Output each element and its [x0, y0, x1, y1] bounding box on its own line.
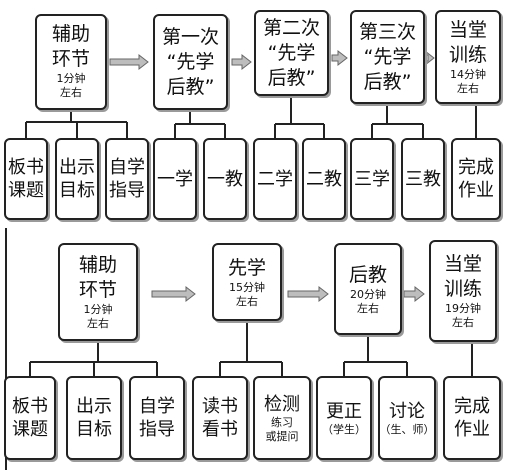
top-step-auxiliary: 辅助 环节 1分钟 左右 — [35, 14, 107, 110]
sub-label: 一教 — [207, 168, 243, 190]
top-step-third-cycle: 第三次 “先学 后教” — [350, 10, 425, 104]
sub-label: 作业 — [458, 180, 494, 201]
sub-detail: （学生） — [322, 422, 366, 436]
sub-label: 完成 — [454, 396, 490, 417]
step-label: 环节 — [78, 279, 117, 301]
top-sub-homework: 完成 作业 — [451, 138, 501, 220]
sub-detail: 练习 — [271, 415, 293, 429]
bottom-sub-check: 检测 练习 或提问 — [253, 376, 311, 460]
step-label: 第二次 — [262, 16, 320, 39]
bottom-sub-show-goals: 出示 目标 — [66, 376, 122, 460]
flow-arrow — [424, 49, 435, 67]
step-label: 训练 — [443, 278, 482, 300]
step-duration: 14分钟 — [450, 68, 486, 81]
bottom-step-learn-first: 先学 15分钟 左右 — [212, 243, 282, 321]
flow-arrow — [287, 285, 329, 303]
step-duration: 1分钟 — [56, 72, 86, 85]
sub-label: 自学 — [109, 157, 145, 178]
sub-label: 目标 — [59, 180, 95, 201]
step-label: 当堂 — [443, 253, 482, 275]
bottom-step-teach-after: 后教 20分钟 左右 — [334, 243, 402, 335]
step-label: 后教” — [166, 75, 215, 98]
bottom-sub-homework: 完成 作业 — [443, 376, 501, 460]
top-step-second-cycle: 第二次 “先学 后教” — [254, 10, 329, 96]
top-step-first-cycle: 第一次 “先学 后教” — [153, 14, 228, 110]
sub-label: 课题 — [8, 180, 44, 201]
sub-detail: 或提问 — [265, 429, 299, 443]
bottom-sub-board-title: 板书 课题 — [4, 376, 56, 460]
top-sub-learn-2: 二学 — [253, 138, 297, 220]
sub-label: 讨论 — [389, 400, 425, 422]
bottom-step-auxiliary: 辅助 环节 1分钟 左右 — [58, 243, 138, 341]
bottom-sub-correct: 更正 （学生） — [316, 376, 372, 460]
top-sub-teach-1: 一教 — [203, 138, 247, 220]
sub-label: 出示 — [59, 157, 95, 178]
sub-label: 检测 — [264, 393, 300, 415]
flow-arrow — [403, 285, 425, 303]
flow-arrow — [151, 285, 196, 303]
step-label: 先学 — [227, 256, 266, 279]
step-label: “先学 — [363, 45, 412, 68]
step-duration: 20分钟 — [350, 287, 386, 301]
top-sub-teach-2: 二教 — [302, 138, 346, 220]
sub-label: 课题 — [12, 419, 48, 440]
step-duration: 左右 — [87, 317, 109, 330]
step-label: 辅助 — [51, 23, 90, 45]
sub-label: 指导 — [139, 419, 175, 440]
sub-label: 出示 — [76, 396, 112, 417]
sub-label: 一学 — [157, 168, 193, 190]
bottom-step-practice: 当堂 训练 19分钟 左右 — [429, 240, 497, 342]
sub-label: 板书 — [12, 396, 48, 417]
step-label: 训练 — [448, 44, 487, 66]
step-label: 辅助 — [78, 254, 117, 276]
flow-arrow — [231, 53, 252, 71]
sub-label: 二教 — [306, 168, 342, 190]
step-duration: 1分钟 — [83, 303, 113, 316]
flow-arrow — [331, 49, 348, 67]
step-label: 第一次 — [161, 25, 219, 48]
top-sub-learn-3: 三学 — [350, 138, 394, 220]
sub-label: 板书 — [8, 157, 44, 178]
bottom-sub-study-guide: 自学 指导 — [129, 376, 185, 460]
top-sub-teach-3: 三教 — [401, 138, 445, 220]
top-sub-board-title: 板书 课题 — [4, 138, 48, 220]
top-step-practice: 当堂 训练 14分钟 左右 — [435, 10, 501, 104]
sub-label: 作业 — [454, 419, 490, 440]
sub-label: 三学 — [354, 168, 390, 190]
step-label: 后教” — [267, 66, 316, 89]
bottom-sub-read-book: 读书 看书 — [192, 376, 248, 460]
step-duration: 15分钟 — [229, 280, 265, 294]
step-label: 环节 — [51, 48, 90, 70]
top-sub-show-goals: 出示 目标 — [55, 138, 99, 220]
sub-label: 二学 — [257, 168, 293, 190]
step-label: 第三次 — [358, 20, 416, 43]
step-label: 当堂 — [448, 19, 487, 41]
bottom-sub-discuss: 讨论 （生、师） — [378, 376, 436, 460]
step-duration: 左右 — [60, 86, 82, 99]
step-duration: 左右 — [357, 301, 379, 315]
step-label: 后教” — [363, 70, 412, 93]
top-sub-learn-1: 一学 — [153, 138, 197, 220]
sub-label: 三教 — [405, 168, 441, 190]
top-sub-study-guide: 自学 指导 — [105, 138, 149, 220]
sub-label: 看书 — [202, 419, 238, 440]
step-label: “先学 — [267, 41, 316, 64]
step-duration: 19分钟 — [445, 302, 481, 315]
step-label: “先学 — [166, 50, 215, 73]
step-duration: 左右 — [236, 294, 258, 308]
step-duration: 左右 — [452, 316, 474, 329]
step-label: 后教 — [348, 263, 387, 286]
sub-label: 自学 — [139, 396, 175, 417]
step-duration: 左右 — [457, 82, 479, 95]
flow-arrow — [109, 53, 149, 71]
sub-label: 目标 — [76, 419, 112, 440]
sub-label: 指导 — [109, 180, 145, 201]
sub-label: 更正 — [326, 400, 362, 422]
sub-detail: （生、师） — [379, 422, 435, 436]
sub-label: 读书 — [202, 396, 238, 417]
sub-label: 完成 — [458, 157, 494, 178]
